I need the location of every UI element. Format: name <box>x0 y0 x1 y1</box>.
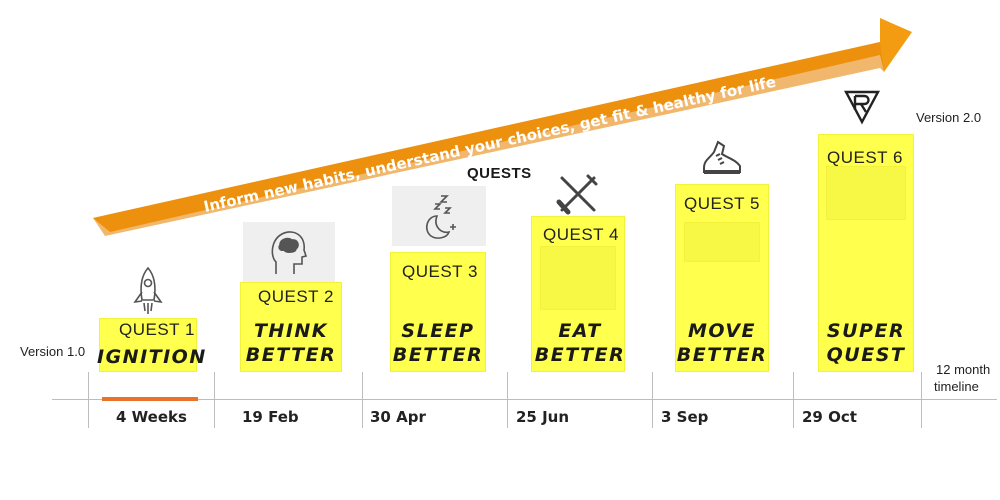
quest-1-title-line1: IGNITION <box>97 346 207 368</box>
quest-6-date: 29 Oct <box>802 408 857 426</box>
axis-tick <box>214 372 215 428</box>
axis-tick <box>362 372 363 428</box>
quest-6-label: QUEST 6 <box>827 148 903 167</box>
quest-3-title-line2: BETTER <box>392 344 484 366</box>
quest-4-title-line2: BETTER <box>534 344 626 366</box>
timeline-label-line2: timeline <box>934 379 979 394</box>
axis-tick <box>507 372 508 428</box>
quest-2-label: QUEST 2 <box>258 287 334 306</box>
version-end-label: Version 2.0 <box>916 110 982 125</box>
quest-3-card <box>390 252 486 372</box>
brain-head-icon <box>268 228 308 276</box>
axis-tick <box>652 372 653 428</box>
quest-2-date: 19 Feb <box>242 408 299 426</box>
fork-knife-icon <box>556 172 600 216</box>
moon-sleep-icon <box>415 192 459 242</box>
version-start-label: Version 1.0 <box>20 344 86 359</box>
running-shoe-icon <box>700 138 744 178</box>
axis-tick <box>921 372 922 428</box>
quest-5-title-line1: MOVE <box>687 320 757 342</box>
quest-5-card <box>675 184 769 372</box>
duration-bar <box>102 397 198 401</box>
timeline-label-line1: 12 month <box>936 362 991 377</box>
quest-4-title-line1: EAT <box>558 320 602 342</box>
axis-tick <box>88 372 89 428</box>
quest-2-card <box>240 282 342 372</box>
axis-tick <box>793 372 794 428</box>
rocket-icon <box>130 266 166 316</box>
quest-6-title-line2: QUEST <box>826 344 906 366</box>
quest-3-title-line1: SLEEP <box>401 320 475 342</box>
quests-heading: QUESTS <box>467 165 532 182</box>
quest-1-card <box>99 318 197 372</box>
quest-1-date: 4 Weeks <box>116 408 187 426</box>
quest-2-title-line1: THINK <box>253 320 329 342</box>
quest-6-title-line1: SUPER <box>826 320 906 342</box>
quest-1-label: QUEST 1 <box>119 320 195 339</box>
quest-4-label: QUEST 4 <box>543 225 619 244</box>
quest-5-date: 3 Sep <box>661 408 709 426</box>
quest-3-label: QUEST 3 <box>402 262 478 281</box>
quest-4-date: 25 Jun <box>516 408 570 426</box>
quest-5-title-line2: BETTER <box>676 344 768 366</box>
quest-5-label: QUEST 5 <box>684 194 760 213</box>
quest-2-title-line2: BETTER <box>245 344 337 366</box>
timeline-axis <box>52 399 997 400</box>
brand-logo-icon <box>842 88 882 126</box>
quest-3-date: 30 Apr <box>370 408 426 426</box>
